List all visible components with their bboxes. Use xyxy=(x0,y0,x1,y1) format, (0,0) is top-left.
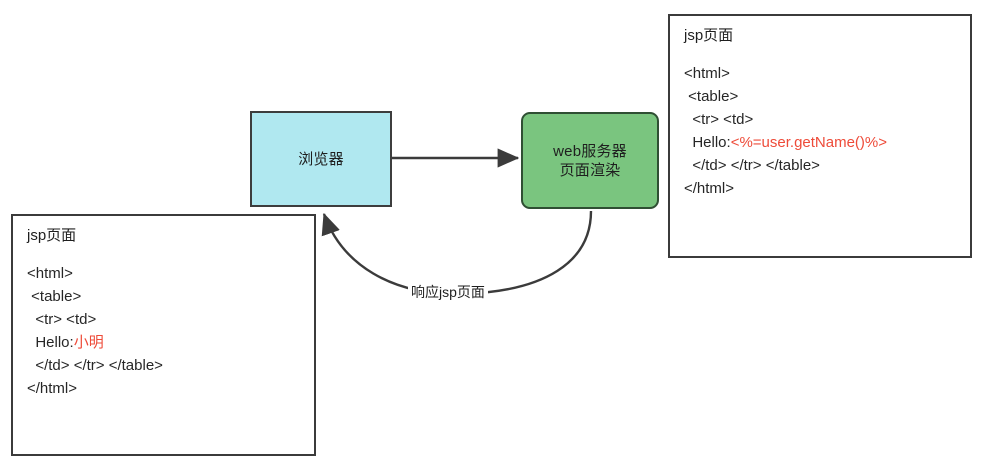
node-browser[interactable]: 浏览器 xyxy=(250,111,392,207)
code-line: <table> xyxy=(27,285,302,308)
code-accent-text: <%=user.getName()%> xyxy=(730,134,888,151)
code-line: <tr> <td> xyxy=(684,108,958,131)
code-text: <tr> <td> xyxy=(27,311,97,328)
panel-jsp-rendered-title: jsp页面 xyxy=(27,227,77,244)
code-text: Hello: xyxy=(27,334,74,351)
node-browser-label: 浏览器 xyxy=(298,150,344,168)
panel-jsp-source-title: jsp页面 xyxy=(684,27,734,44)
code-text: <table> xyxy=(684,88,739,105)
code-line: <table> xyxy=(684,85,958,108)
code-text: </html> xyxy=(684,180,735,197)
code-text: <html> xyxy=(684,65,730,82)
code-line: </td> </tr> </table> xyxy=(684,154,958,177)
code-text: <html> xyxy=(27,265,73,282)
panel-jsp-rendered-code: <html> <table> <tr> <td> Hello:小明 </td> … xyxy=(27,262,302,400)
panel-jsp-source: jsp页面 <html> <table> <tr> <td> Hello:<%=… xyxy=(668,14,972,258)
node-web-server-label: web服务器 页面渲染 xyxy=(553,142,627,179)
code-text: </td> </tr> </table> xyxy=(27,357,163,374)
code-line: Hello:<%=user.getName()%> xyxy=(684,131,958,154)
code-text: <table> xyxy=(27,288,82,305)
code-line: </html> xyxy=(684,177,958,200)
code-text: Hello: xyxy=(684,134,731,151)
code-line: </td> </tr> </table> xyxy=(27,354,302,377)
code-line: Hello:小明 xyxy=(27,331,302,354)
node-web-server[interactable]: web服务器 页面渲染 xyxy=(521,112,659,209)
code-line: <tr> <td> xyxy=(27,308,302,331)
code-accent-text: 小明 xyxy=(73,334,104,351)
code-line: <html> xyxy=(684,62,958,85)
edge-label-response: 响应jsp页面 xyxy=(408,283,488,301)
code-line: <html> xyxy=(27,262,302,285)
code-text: </td> </tr> </table> xyxy=(684,157,820,174)
code-text: </html> xyxy=(27,380,78,397)
code-line: </html> xyxy=(27,377,302,400)
code-text: <tr> <td> xyxy=(684,111,754,128)
panel-jsp-rendered: jsp页面 <html> <table> <tr> <td> Hello:小明 … xyxy=(11,214,316,456)
edge-response-arrow xyxy=(321,210,593,296)
panel-jsp-source-code: <html> <table> <tr> <td> Hello:<%=user.g… xyxy=(684,62,958,200)
